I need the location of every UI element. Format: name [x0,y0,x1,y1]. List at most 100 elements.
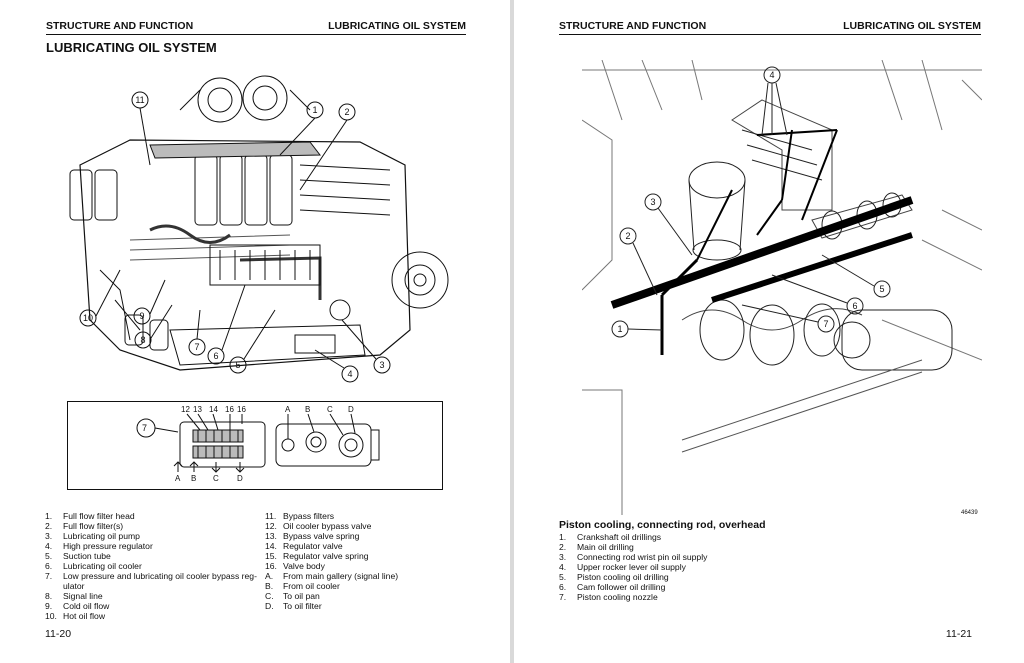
right-header-section: STRUCTURE AND FUNCTION [559,20,707,32]
legend-item-text: Bypass valve spring [283,531,360,541]
callout-8: 8 [140,335,145,345]
right-callout-1: 1 [617,324,622,334]
legend-item-number: 3. [45,531,53,541]
legend-item: 6. Lubricating oil cooler [45,561,260,571]
legend-item: B.From oil cooler [265,581,465,591]
callout-3: 3 [379,360,384,370]
legend-item: ulator [45,581,260,591]
legend-item: 10.Hot oil flow [45,611,260,621]
engine-oil-system-illustration: 11 1 2 10 9 8 7 6 5 4 3 [69,75,449,383]
right-page: STRUCTURE AND FUNCTION LUBRICATING OIL S… [514,0,1024,663]
legend-item-number: 7. [559,592,567,602]
legend-item-text: High pressure regulator [63,541,153,551]
legend-item: 1. Full flow filter head [45,511,260,521]
legend-item-text: Piston cooling oil drilling [577,572,669,582]
legend-item: C. To oil pan [265,591,465,601]
legend-item-number: 2. [45,521,53,531]
legend-item-text: To oil pan [283,591,320,601]
legend-item-text: Hot oil flow [63,611,106,621]
legend-item-number: 5. [45,551,53,561]
legend-item-number: 8. [45,591,53,601]
legend-item-text: Bypass filters [283,511,335,521]
legend-item-number: 2. [559,542,567,552]
detail-label-c: C [327,405,333,414]
legend-item: 8. Signal line [45,591,260,601]
left-header: STRUCTURE AND FUNCTION LUBRICATING OIL S… [46,20,466,35]
legend-item: 7.Piston cooling nozzle [559,592,859,602]
callout-10: 10 [83,313,93,323]
legend-item-number: 12. [265,521,277,531]
arrow-label-c: C [213,474,219,483]
callout-6: 6 [213,351,218,361]
right-callout-5: 5 [879,284,884,294]
callout-1: 1 [312,105,317,115]
legend-item-number: 13. [265,531,277,541]
legend-item-number: 1. [45,511,53,521]
left-header-section: STRUCTURE AND FUNCTION [46,20,194,32]
callout-4: 4 [347,369,352,379]
legend-item-text: Full flow filter head [63,511,135,521]
legend-item-text: ulator [63,581,85,591]
legend-item-text: Regulator valve [283,541,343,551]
detail-label-16a: 16 [225,405,234,414]
right-callout-7: 7 [823,319,828,329]
legend-item: 4. Upper rocker lever oil supply [559,562,859,572]
right-header-topic: LUBRICATING OIL SYSTEM [843,20,981,32]
legend-item-number: 9. [45,601,53,611]
detail-callout-7: 7 [142,423,148,433]
legend-item: A. From main gallery (signal line) [265,571,465,581]
arrow-label-d: D [237,474,243,483]
legend-item: 7.Low pressure and lubricating oil coole… [45,571,260,581]
right-callout-3: 3 [650,197,655,207]
legend-item: 3.Connecting rod wrist pin oil supply [559,552,859,562]
legend-item-number: 6. [45,561,53,571]
right-header: STRUCTURE AND FUNCTION LUBRICATING OIL S… [559,20,981,35]
detail-label-d: D [348,405,354,414]
page-title: LUBRICATING OIL SYSTEM [46,40,217,55]
page-number-right: 11-21 [945,628,972,640]
legend-item-number: C. [265,591,274,601]
legend-item-text: Signal line [63,591,103,601]
legend-item-number: 4. [45,541,53,551]
legend-item-text: To oil filter [283,601,322,611]
legend-item: 12.Oil cooler bypass valve [265,521,465,531]
legend-item-text: Lubricating oil pump [63,531,140,541]
legend-item: 6.Cam follower oil drilling [559,582,859,592]
legend-item-number: 14. [265,541,277,551]
legend-item: D. To oil filter [265,601,465,611]
left-header-topic: LUBRICATING OIL SYSTEM [328,20,466,32]
detail-label-a: A [285,405,291,414]
arrow-label-a: A [175,474,181,483]
legend-item-text: Upper rocker lever oil supply [577,562,686,572]
legend-item-number: 4. [559,562,567,572]
legend-item-text: Cold oil flow [63,601,110,611]
legend-item-number: 7. [45,571,53,581]
legend-item-text: Cam follower oil drilling [577,582,666,592]
detail-label-14: 14 [209,405,218,414]
legend-item-number: 16. [265,561,277,571]
regulator-detail-box: 7 12 13 14 16 16 A B C D A B C D [67,401,443,490]
legend-item: 5. Piston cooling oil drilling [559,572,859,582]
legend-item-text: Crankshaft oil drillings [577,532,662,542]
arrow-label-b: B [191,474,197,483]
legend-item-number: D. [265,601,274,611]
legend-item-text: Main oil drilling [577,542,634,552]
detail-label-b: B [305,405,311,414]
figure-caption-title: Piston cooling, connecting rod, overhead [559,519,766,531]
legend-item-number: A. [265,571,274,581]
legend-item: 14. Regulator valve [265,541,465,551]
legend-item-text: Connecting rod wrist pin oil supply [577,552,708,562]
right-callout-4: 4 [769,70,774,80]
legend-item: 1.Crankshaft oil drillings [559,532,859,542]
page-number-left: 11-20 [45,628,72,640]
figure-code: 46439 [961,510,978,516]
page-gutter [510,0,514,663]
callout-5: 5 [235,360,240,370]
legend-item-number: 5. [559,572,567,582]
legend-item-text: From main gallery (signal line) [283,571,399,581]
callout-9: 9 [139,311,144,321]
legend-item-text: Lubricating oil cooler [63,561,142,571]
